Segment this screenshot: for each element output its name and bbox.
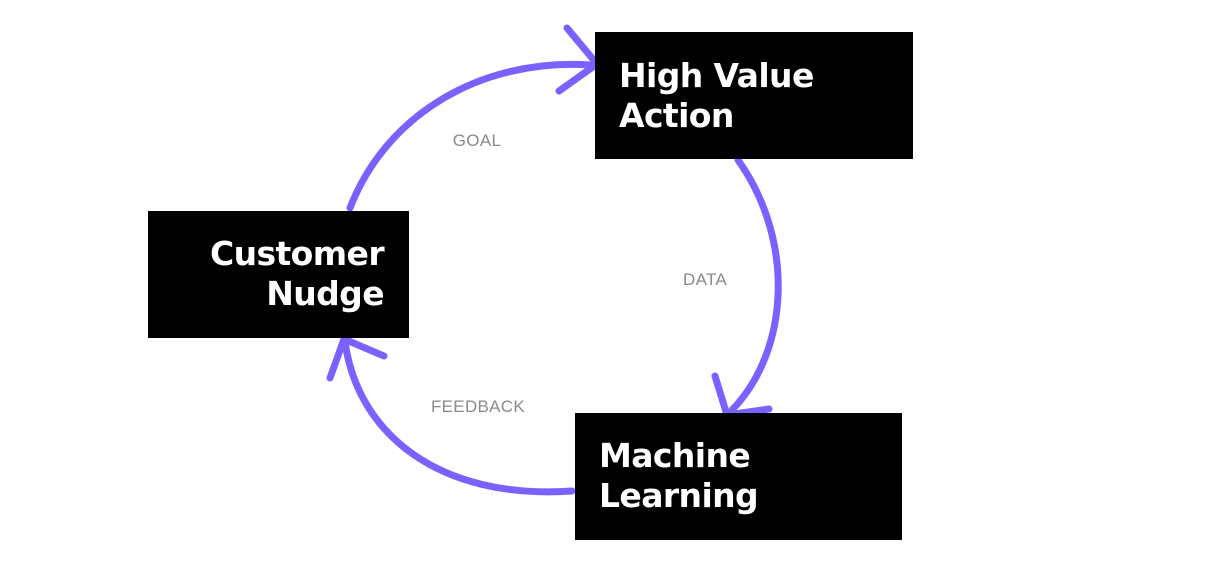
node-label-line: Machine <box>599 436 751 475</box>
node-label-line: Customer <box>209 234 385 273</box>
goal-arrow <box>346 60 594 212</box>
feedback-arrow <box>341 338 576 496</box>
node-high-value-action: High Value Action <box>595 32 913 159</box>
node-label-line: Action <box>619 96 734 135</box>
goal-arrowhead <box>555 24 601 95</box>
node-customer-nudge: Customer Nudge <box>148 211 409 338</box>
feedback-arrowhead <box>326 335 388 382</box>
data-arrow <box>728 156 782 414</box>
edge-label-goal: GOAL <box>452 131 502 150</box>
edge-label-data: DATA <box>682 270 728 289</box>
node-label-line: High Value <box>619 56 814 95</box>
node-label-line: Learning <box>599 476 759 515</box>
edge-label-feedback: FEEDBACK <box>430 397 526 416</box>
node-label-line: Nudge <box>266 274 384 313</box>
node-machine-learning: Machine Learning <box>575 413 902 540</box>
